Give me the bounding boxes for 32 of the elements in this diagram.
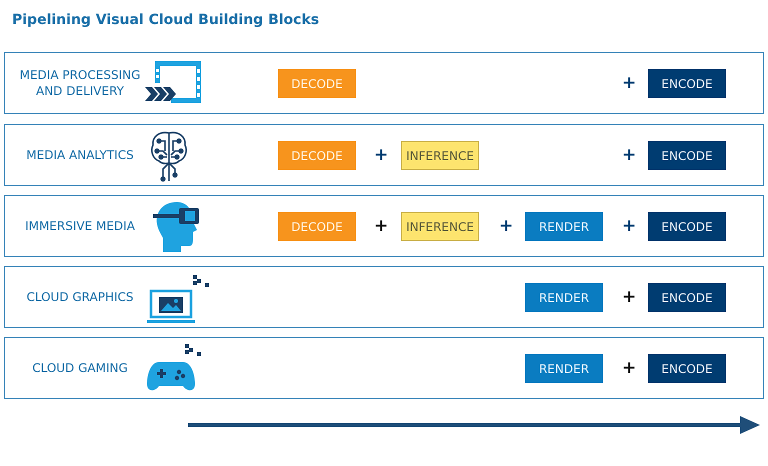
category-row [4, 195, 764, 257]
plus-sign: + [622, 145, 636, 165]
plus-sign: + [374, 216, 388, 236]
inference-block: INFERENCE [401, 141, 479, 170]
diagram-title: Pipelining Visual Cloud Building Blocks [12, 12, 320, 28]
plus-sign: + [622, 287, 636, 307]
decode-block: DECODE [278, 141, 356, 170]
category-row [4, 52, 764, 114]
encode-block: ENCODE [648, 141, 726, 170]
category-title: MEDIA PROCESSING AND DELIVERY [18, 67, 142, 99]
render-block: RENDER [525, 212, 603, 241]
plus-sign: + [374, 145, 388, 165]
category-title: CLOUD GAMING [31, 360, 129, 376]
decode-block: DECODE [278, 212, 356, 241]
decode-block: DECODE [278, 69, 356, 98]
category-row [4, 266, 764, 328]
encode-block: ENCODE [648, 69, 726, 98]
inference-block: INFERENCE [401, 212, 479, 241]
encode-block: ENCODE [648, 212, 726, 241]
category-title: IMMERSIVE MEDIA [24, 218, 136, 234]
category-title: MEDIA ANALYTICS [25, 147, 135, 163]
plus-sign: + [622, 216, 636, 236]
category-row [4, 337, 764, 399]
category-row [4, 124, 764, 186]
plus-sign: + [622, 358, 636, 378]
render-block: RENDER [525, 354, 603, 383]
encode-block: ENCODE [648, 354, 726, 383]
encode-block: ENCODE [648, 283, 726, 312]
plus-sign: + [622, 73, 636, 93]
render-block: RENDER [525, 283, 603, 312]
category-title: CLOUD GRAPHICS [25, 289, 135, 305]
plus-sign: + [499, 216, 514, 236]
